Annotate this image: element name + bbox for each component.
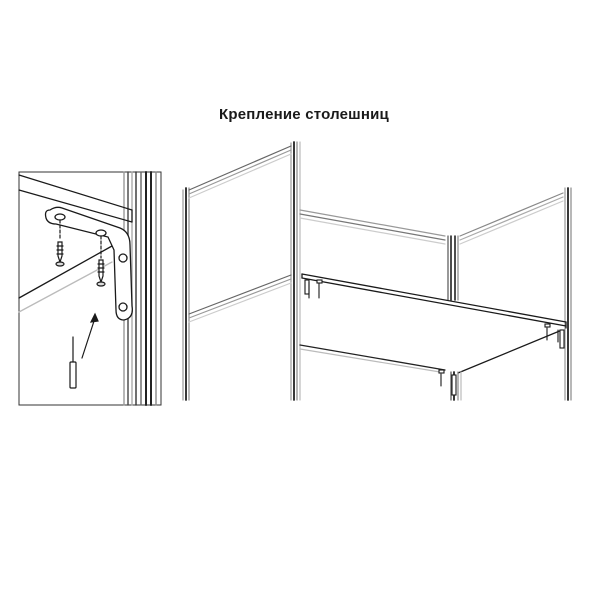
top-rail — [18, 174, 133, 223]
right-panel — [459, 187, 572, 401]
back-panel — [299, 209, 459, 373]
detail-inset — [18, 171, 162, 406]
screw — [96, 235, 106, 287]
tabletop — [18, 245, 113, 313]
brackets — [304, 279, 565, 396]
screwdriver — [69, 336, 77, 389]
left-panel — [182, 141, 301, 401]
diagram-title: Крепление столешниц — [219, 106, 389, 123]
main-assembly — [182, 141, 572, 401]
screw — [55, 219, 65, 267]
tabletop — [301, 273, 567, 374]
corner-bracket — [44, 206, 133, 321]
direction-arrow — [81, 312, 99, 359]
